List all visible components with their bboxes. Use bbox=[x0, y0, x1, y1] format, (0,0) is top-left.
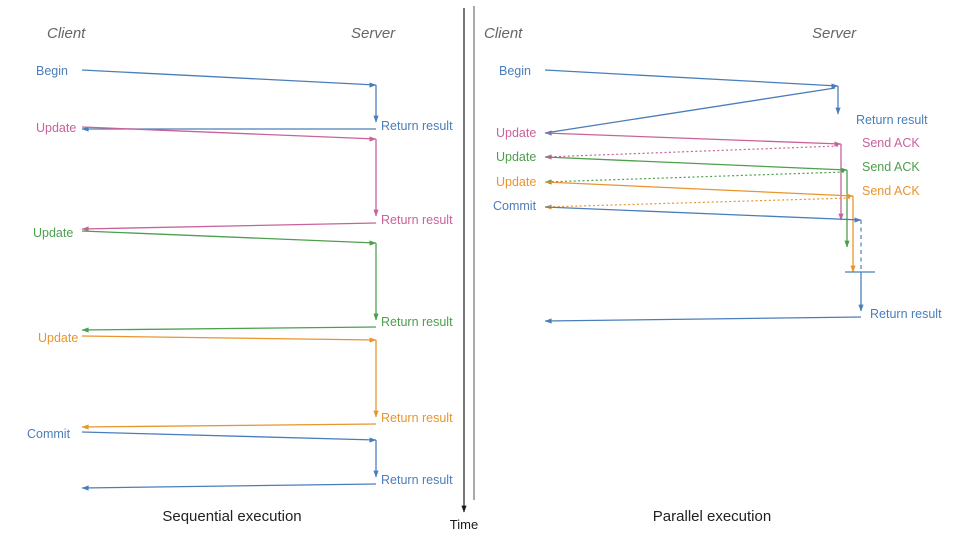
parallel-reply-arrow-3 bbox=[544, 197, 851, 210]
parallel-request-arrow-1 bbox=[544, 132, 842, 147]
sequential-response-label-0: Return result bbox=[381, 119, 453, 133]
parallel-reply-label-2: Send ACK bbox=[862, 160, 920, 174]
sequential-response-label-3: Return result bbox=[381, 411, 453, 425]
parallel-request-label-1: Update bbox=[496, 126, 536, 140]
parallel-reply-label-0: Return result bbox=[856, 113, 928, 127]
sequential-response-arrow-2 bbox=[81, 326, 377, 333]
flow-lines-layer bbox=[81, 6, 875, 513]
sequential-response-label-4: Return result bbox=[381, 473, 453, 487]
sequential-request-label-1: Update bbox=[36, 121, 76, 135]
parallel-request-arrow-4 bbox=[544, 206, 862, 223]
sequential-response-arrow-4 bbox=[81, 483, 377, 491]
sequential-request-label-0: Begin bbox=[36, 64, 68, 78]
parallel-client-header: Client bbox=[484, 25, 523, 42]
sequential-request-arrow-3 bbox=[81, 335, 377, 343]
sequential-response-label-1: Return result bbox=[381, 213, 453, 227]
parallel-reply-arrow-1 bbox=[544, 145, 839, 160]
sequential-request-label-2: Update bbox=[33, 226, 73, 240]
parallel-reply-arrow-2 bbox=[544, 171, 845, 185]
sequential-server-header: Server bbox=[351, 25, 396, 42]
parallel-request-arrow-3 bbox=[544, 181, 854, 199]
parallel-request-label-2: Update bbox=[496, 150, 536, 164]
sequential-request-arrow-2 bbox=[81, 230, 377, 246]
sequential-caption: Sequential execution bbox=[162, 508, 301, 525]
parallel-request-label-0: Begin bbox=[499, 64, 531, 78]
sequential-request-arrow-0 bbox=[81, 69, 377, 88]
parallel-reply-arrow-0 bbox=[544, 87, 836, 136]
parallel-reply-label-4: Return result bbox=[870, 307, 942, 321]
sequential-response-arrow-1 bbox=[81, 222, 377, 232]
parallel-request-label-4: Commit bbox=[493, 199, 537, 213]
parallel-commit-return-arrow bbox=[544, 316, 862, 324]
parallel-reply-label-1: Send ACK bbox=[862, 136, 920, 150]
parallel-server-header: Server bbox=[812, 25, 857, 42]
sequential-request-label-3: Update bbox=[38, 331, 78, 345]
sequential-response-label-2: Return result bbox=[381, 315, 453, 329]
time-axis-label: Time bbox=[450, 517, 478, 532]
sequential-request-label-4: Commit bbox=[27, 427, 71, 441]
parallel-request-arrow-2 bbox=[544, 156, 848, 173]
sequential-request-arrow-1 bbox=[81, 126, 377, 142]
sequential-request-arrow-4 bbox=[81, 431, 377, 443]
parallel-caption: Parallel execution bbox=[653, 508, 771, 525]
sequential-response-arrow-3 bbox=[81, 423, 377, 430]
sequential-client-header: Client bbox=[47, 25, 86, 42]
parallel-request-arrow-0 bbox=[544, 69, 839, 89]
parallel-request-label-3: Update bbox=[496, 175, 536, 189]
parallel-reply-label-3: Send ACK bbox=[862, 184, 920, 198]
